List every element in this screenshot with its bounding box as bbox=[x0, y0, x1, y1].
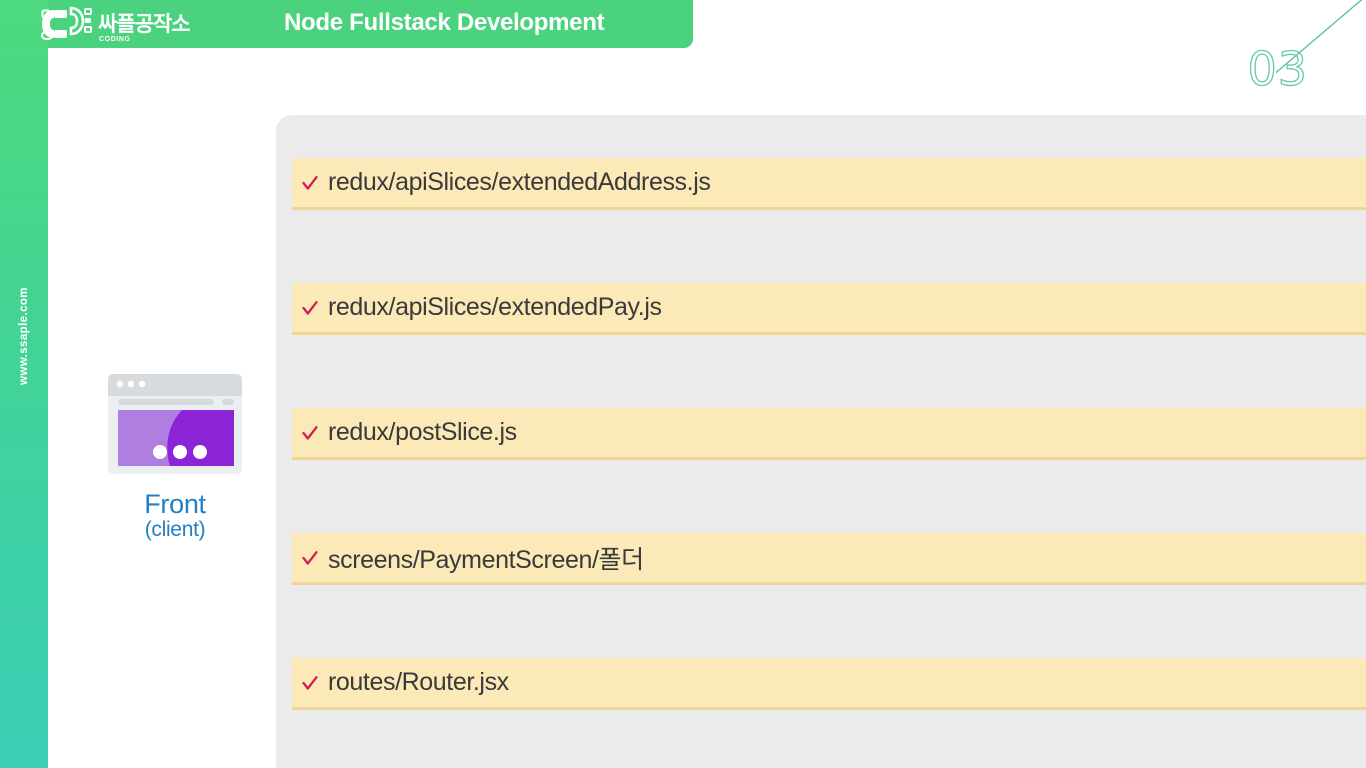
list-item-label: routes/Router.jsx bbox=[328, 668, 509, 696]
front-client-node: Front (client) bbox=[95, 370, 255, 542]
page-title: Node Fullstack Development bbox=[284, 9, 605, 36]
check-icon bbox=[302, 175, 318, 190]
list-item-label: redux/postSlice.js bbox=[328, 418, 517, 446]
list-item-label: screens/PaymentScreen/폴더 bbox=[328, 545, 644, 574]
magnet-logo-icon bbox=[41, 6, 92, 40]
list-item[interactable]: redux/apiSlices/extendedAddress.js bbox=[292, 158, 1366, 210]
check-icon bbox=[302, 550, 318, 565]
page-number: 03 bbox=[1247, 42, 1308, 96]
check-icon bbox=[302, 425, 318, 440]
header-bar: Node Fullstack Development bbox=[48, 0, 693, 48]
corner-accent-line bbox=[1276, 0, 1363, 74]
list-item[interactable]: redux/apiSlices/extendedPay.js bbox=[292, 283, 1366, 335]
list-item[interactable]: routes/Router.jsx bbox=[292, 658, 1366, 710]
browser-window-icon bbox=[108, 374, 242, 474]
node-subtitle: (client) bbox=[144, 518, 206, 542]
check-icon bbox=[302, 300, 318, 315]
logo-korean-text: 싸플공작소 bbox=[98, 13, 191, 36]
side-rail: www.ssaple.com bbox=[0, 0, 48, 768]
list-item-label: redux/apiSlices/extendedPay.js bbox=[328, 293, 662, 321]
list-item-label: redux/apiSlices/extendedAddress.js bbox=[328, 168, 711, 196]
list-item[interactable]: screens/PaymentScreen/폴더 bbox=[292, 533, 1366, 585]
logo-coding-text: CODING bbox=[99, 36, 131, 43]
side-rail-url: www.ssaple.com bbox=[18, 287, 30, 385]
node-title: Front bbox=[144, 489, 206, 519]
check-icon bbox=[302, 675, 318, 690]
list-item[interactable]: redux/postSlice.js bbox=[292, 408, 1366, 460]
brand-logo[interactable]: 싸플공작소 CODING bbox=[40, 2, 240, 48]
